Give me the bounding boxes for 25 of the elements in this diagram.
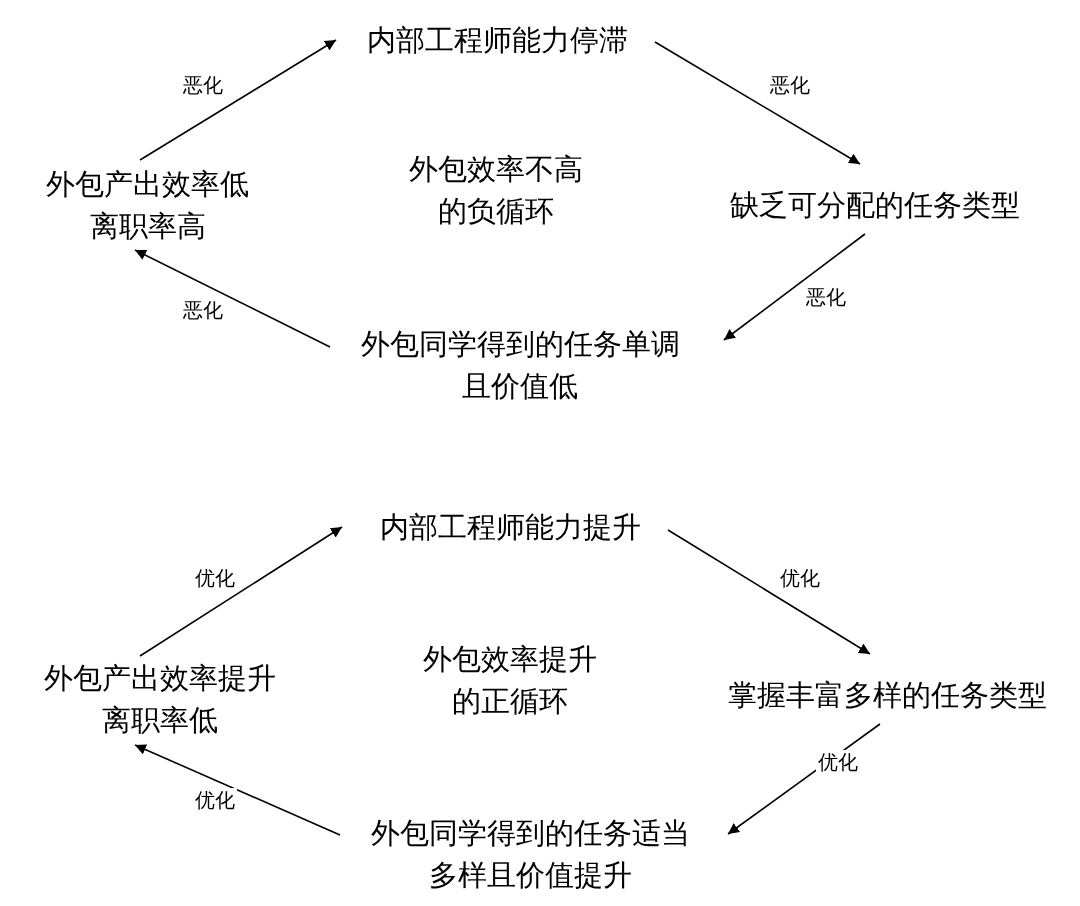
- edge-label: 优化: [778, 566, 822, 590]
- step-text: 内部工程师能力提升: [350, 505, 670, 549]
- arrow: [654, 41, 861, 165]
- arrow: [667, 529, 871, 655]
- step-text: 内部工程师能力停滞: [345, 18, 650, 62]
- edge-label: 优化: [816, 750, 860, 774]
- arrow: [139, 526, 343, 657]
- step-text: 缺乏可分配的任务类型: [705, 182, 1045, 228]
- edge-label: 优化: [193, 788, 237, 812]
- edge-label: 恶化: [768, 73, 812, 97]
- arrow: [134, 744, 341, 836]
- step-text: 外包产出效率低离职率高: [40, 160, 255, 250]
- edge-label: 优化: [193, 566, 237, 590]
- step-text: 外包同学得到的任务适当多样且价值提升: [365, 810, 695, 898]
- step-text: 外包产出效率提升离职率低: [40, 655, 280, 743]
- edge-label: 恶化: [181, 73, 225, 97]
- cycle-title: 外包效率不高的负循环: [408, 151, 584, 230]
- arrow: [723, 233, 866, 341]
- edge-label: 恶化: [181, 298, 225, 322]
- cycle-title: 外包效率提升的正循环: [422, 641, 598, 720]
- arrow: [139, 39, 337, 161]
- step-text: 掌握丰富多样的任务类型: [700, 672, 1075, 718]
- step-text: 外包同学得到的任务单调且价值低: [355, 322, 685, 408]
- edge-label: 恶化: [804, 285, 848, 309]
- arrow: [134, 249, 331, 348]
